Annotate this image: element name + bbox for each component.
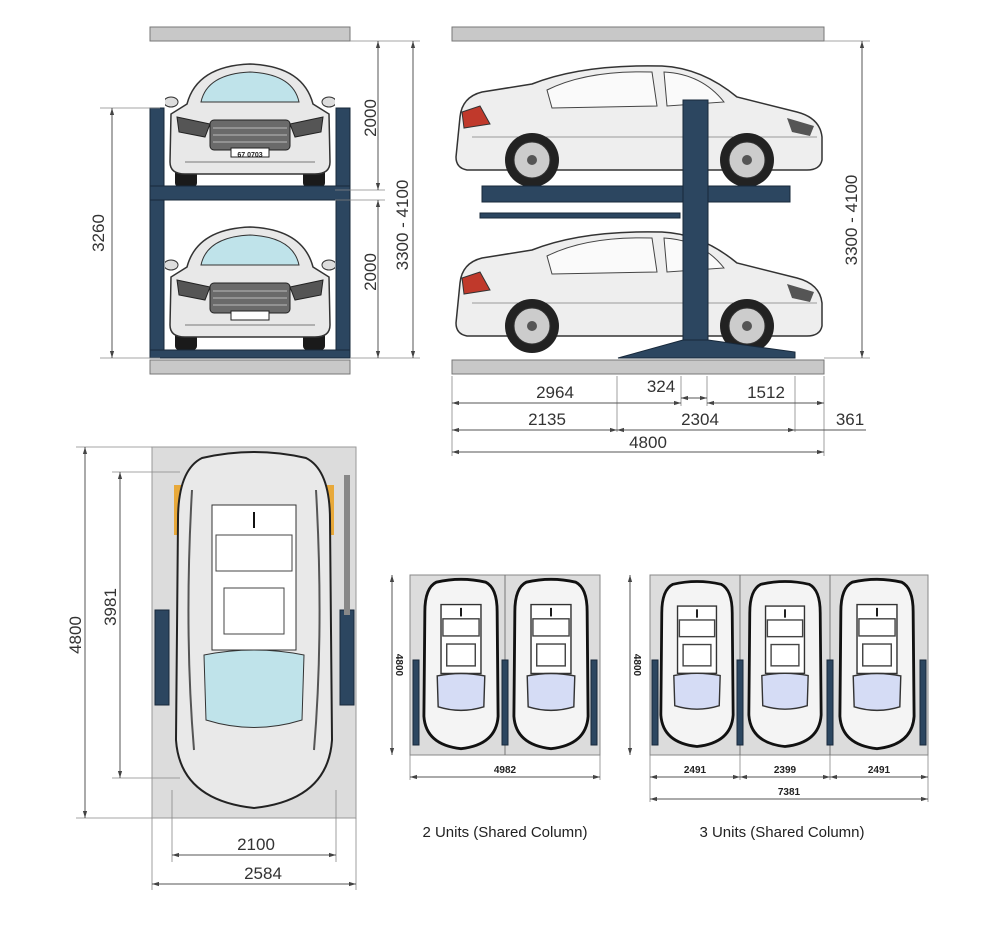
dim-total-length-top: 4800: [66, 616, 85, 654]
dim-width-unit-1: 2491: [684, 765, 707, 776]
upper-car-front: [165, 63, 335, 187]
three-units-layout: 4800 2491 2399 2491 7381 3 Units (Shared…: [627, 574, 929, 841]
caption-3-units: 3 Units (Shared Column): [699, 824, 864, 841]
dim-post-width: 324: [647, 377, 675, 396]
dim-lower-clearance: 2000: [361, 253, 380, 291]
floor-slab: [149, 359, 351, 375]
guide-rail: [344, 475, 350, 615]
dim-platform-length: 2304: [681, 410, 719, 429]
caption-2-units: 2 Units (Shared Column): [422, 824, 587, 841]
lower-car-front: [165, 226, 335, 350]
dim-rear-section: 1512: [747, 383, 785, 402]
dim-front-clear: 2135: [528, 410, 566, 429]
dim-total-height: 3260: [89, 214, 108, 252]
dim-ceiling-range-side: 3300 - 4100: [842, 175, 861, 266]
unit-car-2: [512, 577, 590, 751]
dim-ceiling-range-front: 3300 - 4100: [393, 180, 412, 271]
two-units-layout: 4800 4982 2 Units (Shared Column): [389, 574, 601, 841]
lift-post-left: [149, 107, 165, 359]
dim-width-unit-3: 2491: [868, 765, 891, 776]
dim-inner-width: 2100: [237, 835, 275, 854]
unit-car-3: [838, 577, 916, 751]
upper-platform: [481, 185, 791, 203]
lower-platform: [149, 349, 351, 359]
lift-post: [682, 99, 709, 359]
dim-total-width: 2584: [244, 864, 282, 883]
dim-width-unit-2: 2399: [774, 765, 797, 776]
upper-car-side: [455, 65, 823, 187]
license-plate: 67 0703: [237, 152, 262, 159]
dim-upper-clearance: 2000: [361, 99, 380, 137]
lift-post-right: [335, 107, 351, 359]
unit-car-1: [422, 577, 500, 751]
platform-rail: [479, 212, 681, 219]
unit-car-1: [659, 580, 735, 748]
floor-slab: [451, 359, 825, 375]
front-view: 67 0703 3260 2000 2000 3300 - 4100: [89, 26, 420, 375]
unit-car-2: [747, 580, 823, 748]
car-top-view: [173, 451, 335, 809]
upper-platform: [149, 185, 351, 201]
ceiling-slab: [451, 26, 825, 42]
dim-total-width-3units: 7381: [778, 787, 801, 798]
ceiling-slab: [149, 26, 351, 42]
dim-length-3units: 4800: [631, 654, 642, 677]
dim-rear-clear: 361: [836, 410, 864, 429]
dim-total-length-side: 4800: [629, 433, 667, 452]
lift-post-right: [339, 609, 355, 706]
lower-car-side: [455, 231, 823, 353]
lift-post-left: [154, 609, 170, 706]
side-view: 3300 - 4100 2964 324 1512 2135 2304 361 …: [451, 26, 870, 456]
post-base: [617, 339, 796, 359]
dim-inner-length: 3981: [101, 588, 120, 626]
dim-width-2units: 4982: [494, 765, 517, 776]
top-view: 4800 3981 2100 2584: [66, 446, 357, 890]
dim-front-overhang: 2964: [536, 383, 574, 402]
dim-length-2units: 4800: [393, 654, 404, 677]
